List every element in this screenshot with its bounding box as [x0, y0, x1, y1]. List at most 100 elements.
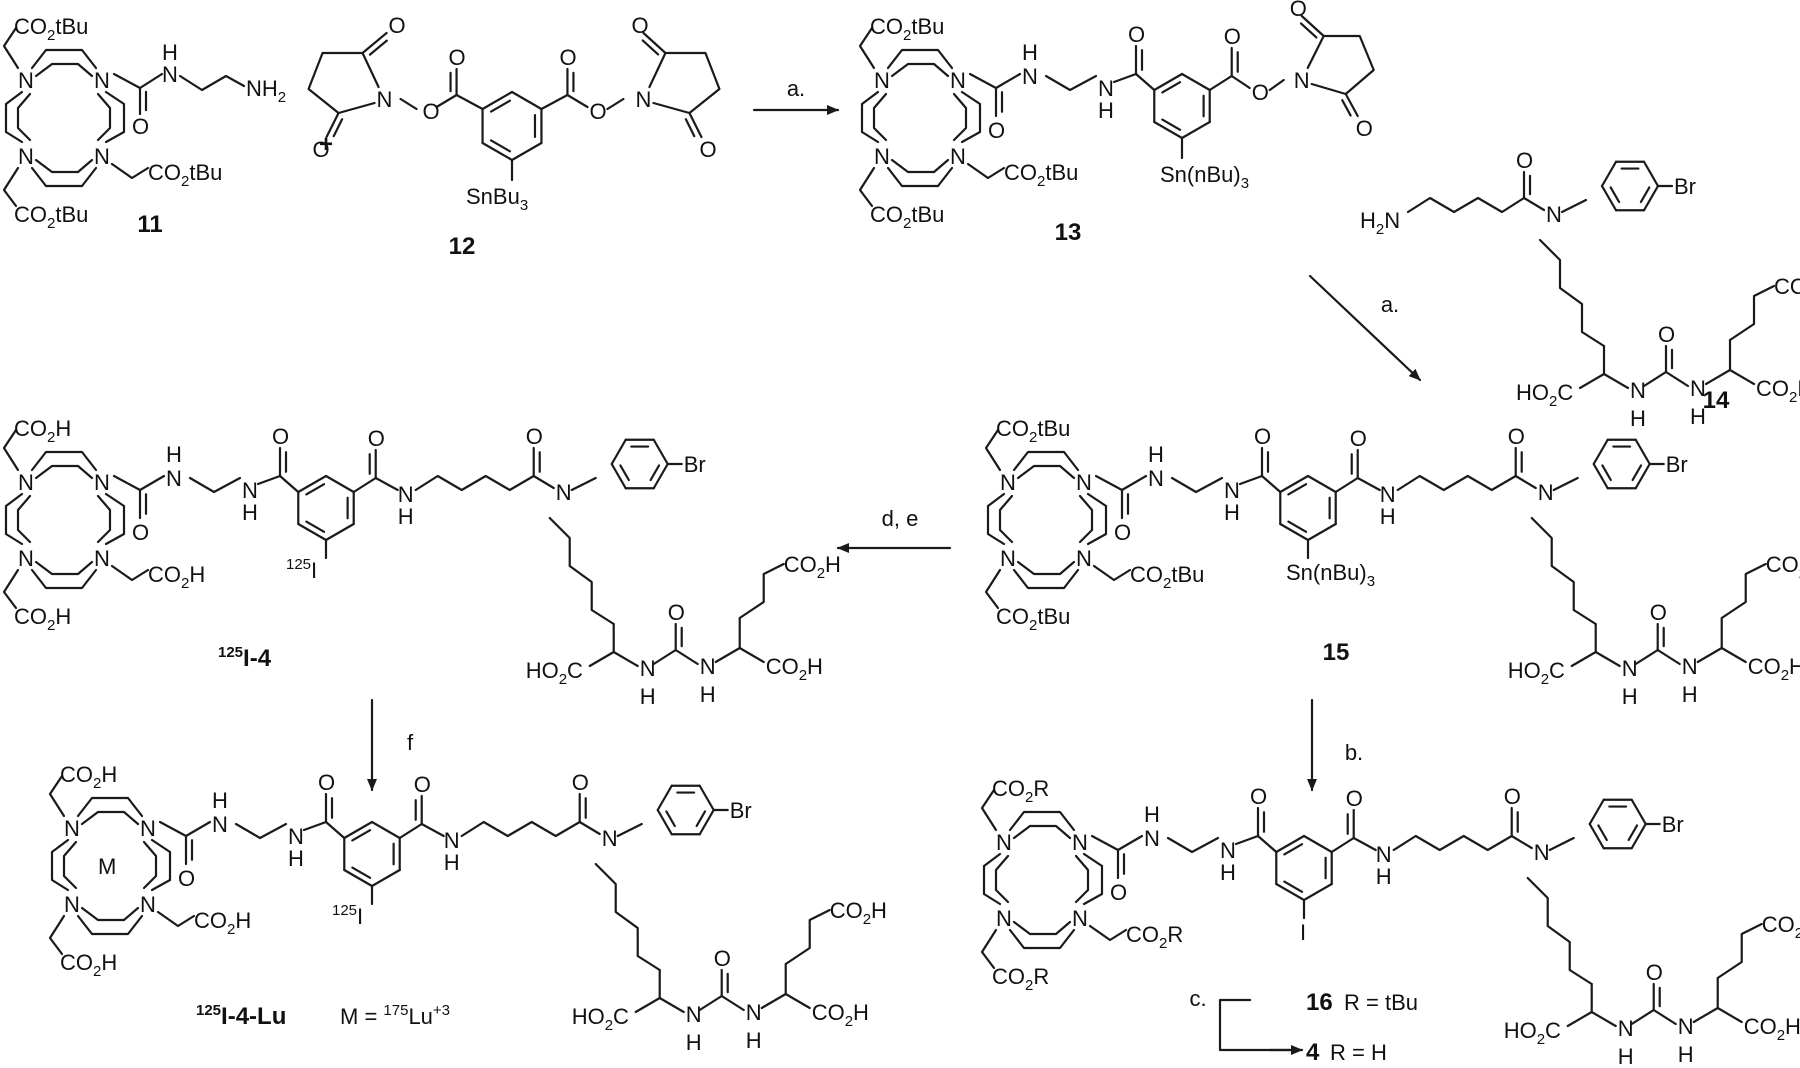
ring-bridge-right: [960, 90, 982, 144]
bond: [1716, 1006, 1743, 1024]
aromatic-bond: [610, 462, 627, 490]
lysine-chain: [548, 516, 615, 626]
amide-nitrogen: N: [1538, 480, 1554, 505]
reagent-label-a2: a.: [1381, 292, 1399, 317]
arm-top-left: [980, 788, 998, 832]
bond: [138, 72, 164, 90]
aromatic-bond: [1306, 474, 1337, 494]
carboxylic-acid: CO2H: [1756, 376, 1800, 406]
double-bond: [1341, 99, 1352, 117]
carboxylic-acid: HO2C: [526, 658, 583, 688]
carbonyl-oxygen: O: [631, 13, 648, 38]
bond: [1634, 648, 1659, 666]
aromatic-inner-bond: [1597, 824, 1608, 842]
amide-hydrogen: H: [1098, 98, 1114, 123]
aromatic-inner-bond: [1287, 483, 1308, 496]
amide-nitrogen: N: [444, 828, 460, 853]
arm-label-top-left: CO2R: [992, 776, 1049, 806]
nitrogen-atom: N: [94, 144, 110, 169]
bond: [1120, 474, 1148, 492]
aromatic-inner-bond: [1161, 118, 1182, 131]
urea-nitrogen: N: [1630, 378, 1646, 403]
aromatic-inner-bond: [1631, 464, 1643, 482]
ring-bridge-bottom-inner: [890, 158, 950, 174]
carboxylic-acid: HO2C: [572, 1004, 629, 1034]
amide-hydrogen: H: [1144, 802, 1160, 827]
bond: [612, 650, 639, 668]
aromatic-inner-bond: [619, 464, 630, 482]
nitrogen-atom: N: [18, 144, 34, 169]
ethylene-chain: [1044, 74, 1098, 92]
nitrogen-atom: N: [950, 144, 966, 169]
succinimide-ring: [307, 51, 380, 115]
aromatic-bond: [510, 141, 543, 162]
amide-hydrogen: H: [1148, 442, 1164, 467]
bromine-atom: Br: [1674, 174, 1696, 199]
amide-hydrogen: H: [162, 40, 178, 65]
aromatic-bond: [1600, 184, 1618, 212]
aromatic-bond: [1588, 822, 1605, 850]
compound-label-15: 15: [1323, 639, 1350, 666]
benzene-ring: [1279, 474, 1337, 542]
bond: [1238, 474, 1264, 486]
aromatic-bond: [1642, 160, 1660, 188]
ring-bridge-left-inner: [16, 494, 32, 544]
carbonyl-oxygen: O: [1128, 22, 1145, 47]
aromatic-bond: [324, 522, 355, 542]
bond: [1642, 370, 1668, 388]
aromatic-bond: [656, 808, 673, 836]
tributylstannyl: SnBu3: [466, 184, 528, 214]
bond: [1510, 834, 1533, 850]
amide-hydrogen: H: [398, 504, 414, 529]
aromatic-bond: [1279, 474, 1310, 494]
amide-nitrogen: N: [1098, 76, 1114, 101]
aromatic-inner-bond: [305, 520, 326, 533]
aromatic-bond: [1306, 522, 1337, 542]
double-bond: [1299, 22, 1318, 39]
aromatic-bond: [324, 474, 355, 494]
compound-label-14: 14: [1703, 387, 1730, 414]
amide-nitrogen: N: [212, 812, 228, 837]
ring-bridge-left: [4, 492, 24, 546]
arm-top-left: [48, 774, 66, 818]
nitrogen-atom: N: [140, 892, 156, 917]
aromatic-inner-bond: [351, 866, 372, 879]
urea-nitrogen: N: [1690, 376, 1706, 401]
amide-nitrogen: N: [1224, 478, 1240, 503]
nitrogen-atom: N: [94, 470, 110, 495]
urea-hydrogen: H: [1690, 404, 1706, 429]
aromatic-bond: [370, 868, 401, 888]
ring-bridge-right-inner: [1078, 494, 1094, 544]
amide-hydrogen: H: [242, 500, 258, 525]
aromatic-bond: [1302, 882, 1333, 902]
carboxylic-acid: CO2H: [812, 1000, 869, 1030]
pentanoyl-chain: [1406, 196, 1526, 214]
nitrogen-atom: N: [140, 816, 156, 841]
ring-bridge-right: [1086, 492, 1108, 546]
bond: [1630, 1008, 1655, 1026]
bond: [1260, 474, 1282, 494]
bond: [1352, 836, 1377, 852]
pentanoyl-chain: [414, 474, 535, 492]
aromatic-bond: [297, 522, 328, 542]
nitrogen-atom: N: [18, 470, 34, 495]
urea-nitrogen: N: [700, 654, 716, 679]
amide-hydrogen: H: [288, 846, 304, 871]
aromatic-bond: [1153, 72, 1184, 92]
compound-label-16: 16: [1306, 989, 1333, 1016]
double-bond: [641, 39, 660, 56]
bromine-atom: Br: [684, 452, 706, 477]
reagent-label-f: f: [407, 730, 414, 755]
bond: [398, 822, 423, 840]
bond: [420, 822, 445, 838]
benzyl-ch2: [1548, 836, 1575, 852]
carbonyl: [642, 31, 667, 55]
